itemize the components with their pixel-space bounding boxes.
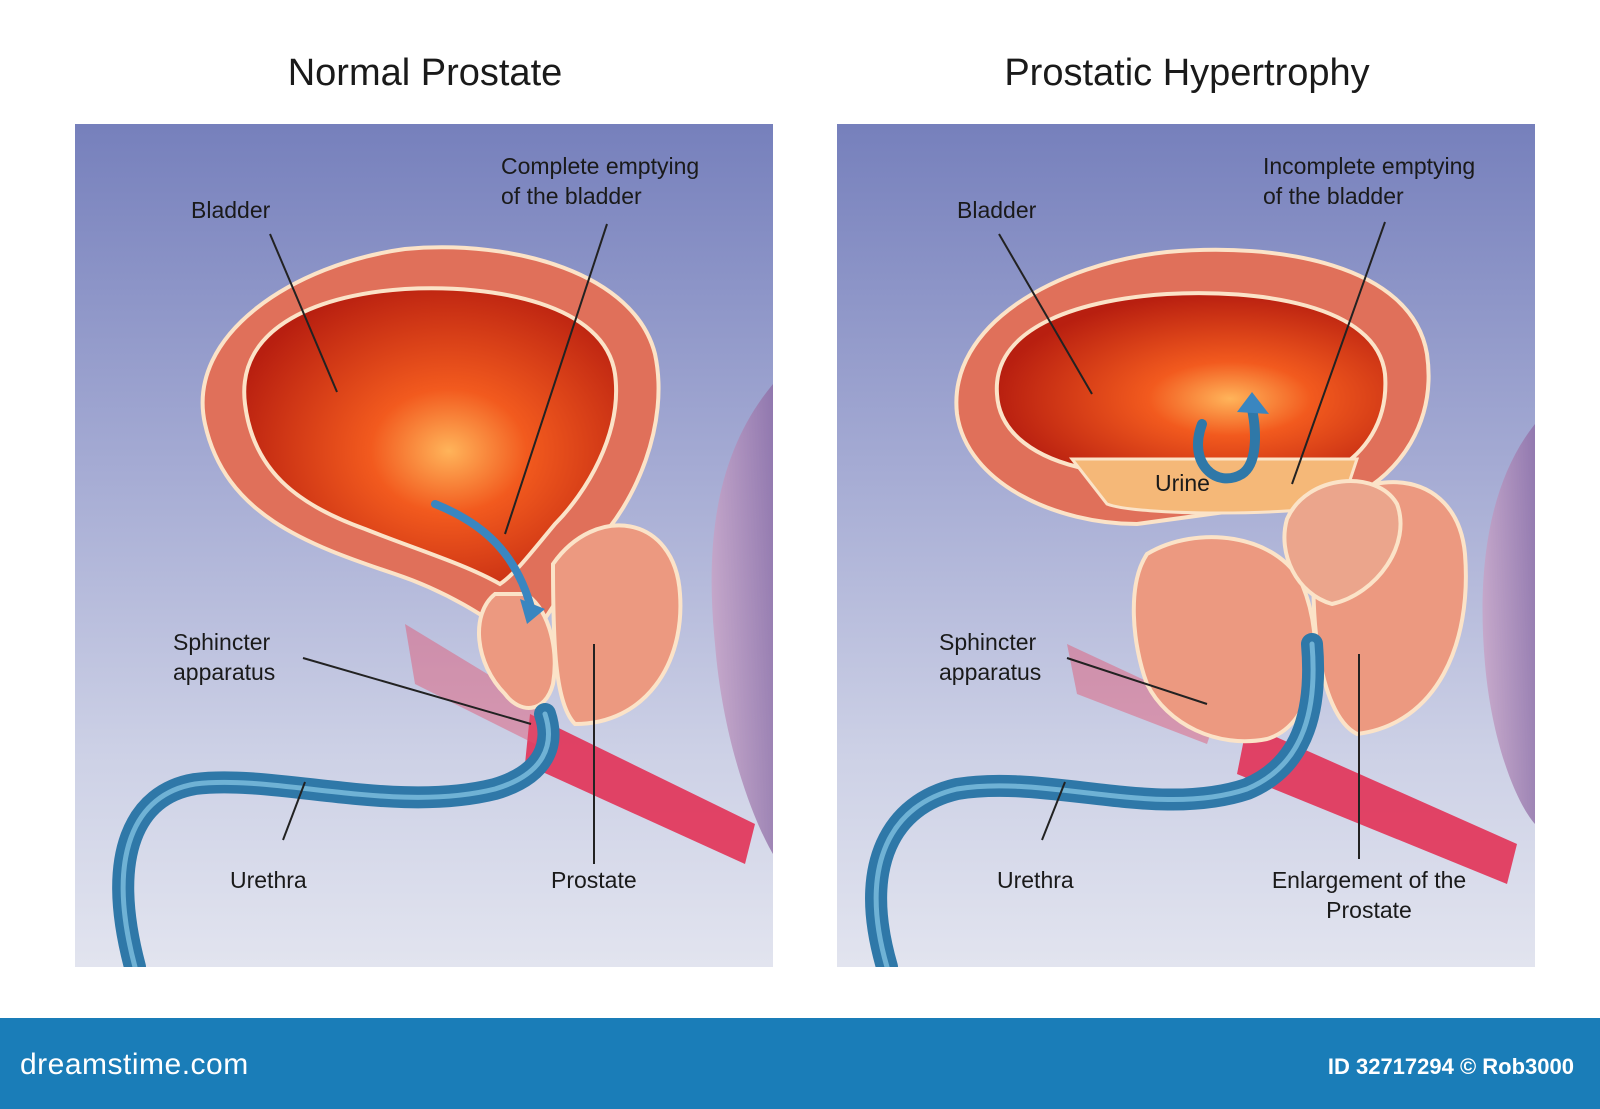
image-credit: ID 32717294 © Rob3000 <box>1327 1054 1574 1079</box>
label-incomplete-emptying: Incomplete emptying of the bladder <box>1263 153 1476 209</box>
panel-prostatic-hypertrophy: Bladder Incomplete emptying of the bladd… <box>837 124 1535 967</box>
pelvic-tissue <box>1482 424 1535 824</box>
label-urethra: Urethra <box>230 867 307 893</box>
prostate-top-lobe <box>1282 479 1403 607</box>
label-bladder: Bladder <box>957 197 1037 223</box>
normal-prostate-illustration <box>112 223 773 967</box>
panel-normal-prostate: Bladder Complete emptying of the bladder… <box>75 124 773 967</box>
title-normal-prostate: Normal Prostate <box>287 52 563 94</box>
label-bladder: Bladder <box>191 197 271 223</box>
label-urine: Urine <box>1155 470 1210 496</box>
label-complete-emptying: Complete emptying of the bladder <box>501 153 700 209</box>
label-enlargement-of-the-prostate: Enlargement of the Prostate <box>1271 867 1467 923</box>
bladder-lumen <box>994 291 1388 471</box>
flow-arrow <box>431 500 534 608</box>
pelvic-tissue <box>711 384 773 854</box>
prostate-right-lobe <box>550 523 683 727</box>
muscle-band <box>525 714 755 864</box>
hypertrophy-illustration <box>865 221 1535 967</box>
urethra <box>112 703 560 967</box>
watermark-footer: dreamstime.com ID 32717294 © Rob3000 <box>0 1018 1600 1109</box>
title-prostatic-hypertrophy: Prostatic Hypertrophy <box>1004 52 1370 94</box>
label-sphincter-apparatus: Sphincter apparatus <box>173 629 276 685</box>
prostate-left-lobe <box>477 592 557 710</box>
bladder-lumen <box>242 286 619 587</box>
muscle-band-left <box>405 624 545 744</box>
dreamstime-logo[interactable]: dreamstime.com <box>20 1048 249 1081</box>
label-prostate: Prostate <box>551 867 637 893</box>
prostate-left-lobe <box>1131 535 1318 744</box>
label-urethra: Urethra <box>997 867 1074 893</box>
reflux-arrow <box>1193 404 1260 484</box>
muscle-band <box>1237 724 1517 884</box>
label-sphincter-apparatus: Sphincter apparatus <box>939 629 1042 685</box>
